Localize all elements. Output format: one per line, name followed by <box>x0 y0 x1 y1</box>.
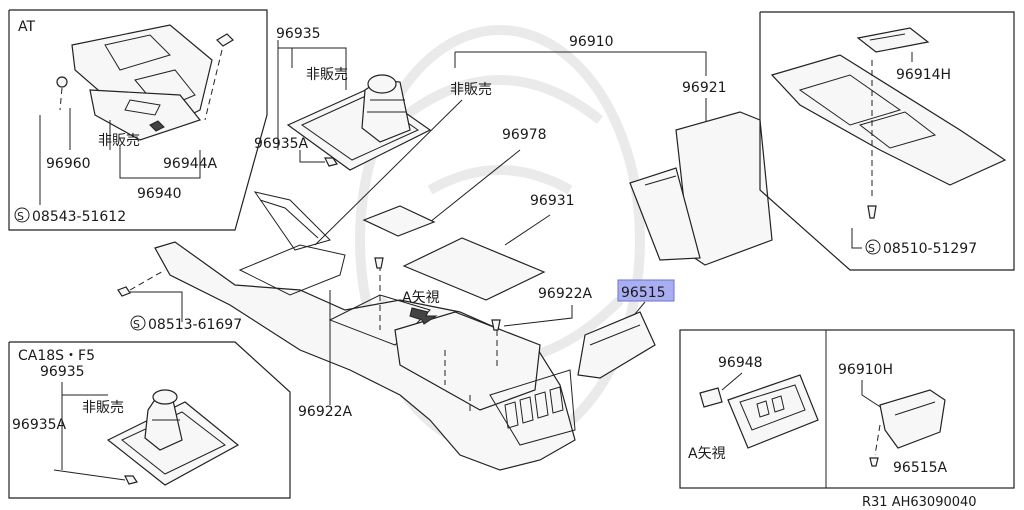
label-96921: 96921 <box>682 80 727 96</box>
label-ca-hanbai: 非販売 <box>82 400 124 416</box>
inset-view-a: 96948 A矢視 96910H 96515A <box>679 329 1015 489</box>
label-96935a: 96935A <box>254 136 309 152</box>
screw-symbol-at <box>14 207 30 223</box>
label-96914h: 96914H <box>896 67 951 83</box>
label-96515a: 96515A <box>893 460 948 476</box>
screw-s-right: S <box>868 242 875 255</box>
inset-ca-title: CA18S・F5 <box>18 348 95 364</box>
label-96910h: 96910H <box>838 362 893 378</box>
label-hanbai-at: 非販売 <box>98 133 140 149</box>
screw-s-main: S <box>133 318 140 331</box>
label-hanbai-top: 非販売 <box>306 67 348 83</box>
center-console: A矢視 S 08513-61697 96922A <box>117 191 576 471</box>
screw-symbol-main <box>130 315 146 331</box>
label-96935: 96935 <box>276 26 321 42</box>
label-screw-main: 08513-61697 <box>148 317 242 333</box>
label-96922a-bottom: 96922A <box>298 404 353 420</box>
label-ca-96935: 96935 <box>40 364 85 380</box>
inset-ca18s: CA18S・F5 96935 非販売 96935A <box>8 341 291 499</box>
label-96922a-right: 96922A <box>538 286 593 302</box>
label-96960: 96960 <box>46 156 91 172</box>
screw-s-at: S <box>17 210 24 223</box>
label-96944a: 96944A <box>163 156 218 172</box>
footer-code: R31 AH63090040 <box>862 495 977 510</box>
inset-at-title: AT <box>18 19 35 35</box>
inset-96914h: 96914H S 08510-51297 <box>759 11 1015 271</box>
label-96910: 96910 <box>569 34 614 50</box>
label-96515[interactable]: 96515 <box>621 285 666 301</box>
label-screw-at: 08543-51612 <box>32 209 126 225</box>
label-96978: 96978 <box>502 127 547 143</box>
label-hanbai-main: 非販売 <box>450 82 492 98</box>
label-96948: 96948 <box>718 355 763 371</box>
label-view-a: A矢視 <box>402 290 440 306</box>
label-96940: 96940 <box>137 186 182 202</box>
label-ca-96935a: 96935A <box>12 417 67 433</box>
label-screw-right: 08510-51297 <box>883 241 977 257</box>
screw-symbol-right <box>865 239 881 255</box>
shift-boot-assembly: 96935 非販売 96935A <box>254 26 432 171</box>
label-96931: 96931 <box>530 193 575 209</box>
label-view-a-box: A矢視 <box>688 446 726 462</box>
inset-at: AT 96960 非販売 96944A 96940 S 08543-51612 <box>8 9 268 231</box>
highlight-96515[interactable] <box>617 279 675 302</box>
console-lid-parts: 96910 非販売 96921 96978 96931 96922A 96515 <box>314 34 773 379</box>
